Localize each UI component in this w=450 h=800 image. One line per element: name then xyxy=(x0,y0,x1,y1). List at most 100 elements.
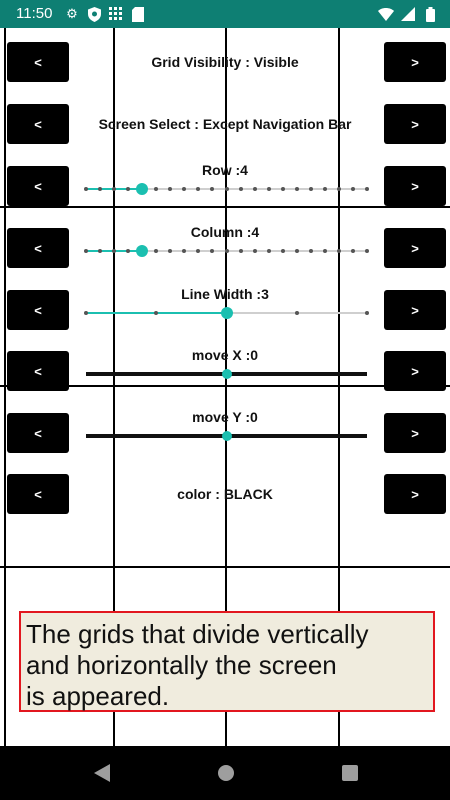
move-y-next-button[interactable]: > xyxy=(384,413,446,453)
move-y-slider[interactable] xyxy=(86,426,367,446)
slider-tick xyxy=(154,249,159,253)
slider-tick xyxy=(294,311,299,315)
line-width-label: Line Width :3 xyxy=(181,286,269,302)
slider-tick xyxy=(84,249,88,253)
slider-tick xyxy=(238,187,243,191)
tooltip-line: The grids that divide vertically xyxy=(26,619,369,649)
slider-tick xyxy=(322,187,327,191)
slider-tick xyxy=(224,187,229,191)
column-prev-button[interactable]: < xyxy=(7,228,69,268)
row-slider[interactable] xyxy=(84,179,369,199)
slider-tick xyxy=(182,187,187,191)
slider-tick xyxy=(294,249,299,253)
row-next-button[interactable]: > xyxy=(384,166,446,206)
slider-tick xyxy=(350,249,355,253)
slider-tick xyxy=(294,187,299,191)
color-next-button[interactable]: > xyxy=(384,474,446,514)
grid-line-horizontal xyxy=(0,385,450,387)
wifi-icon xyxy=(378,6,394,22)
slider-tick xyxy=(154,311,159,315)
slider-tick xyxy=(336,187,341,191)
slider-tick xyxy=(365,249,369,253)
slider-tick xyxy=(112,249,117,253)
slider-tick xyxy=(238,249,243,253)
slider-tick xyxy=(168,187,173,191)
move-x-prev-button[interactable]: < xyxy=(7,351,69,391)
help-tooltip: The grids that divide vertically and hor… xyxy=(19,611,435,712)
cell-signal-icon xyxy=(400,6,416,22)
column-label: Column :4 xyxy=(190,224,260,240)
line-width-slider[interactable] xyxy=(84,303,369,323)
column-next-button[interactable]: > xyxy=(384,228,446,268)
slider-tick xyxy=(126,187,131,191)
slider-tick xyxy=(365,311,369,315)
row-prev-button[interactable]: < xyxy=(7,166,69,206)
color-prev-button[interactable]: < xyxy=(7,474,69,514)
screen-select-prev-button[interactable]: < xyxy=(7,104,69,144)
grid-visibility-prev-button[interactable]: < xyxy=(7,42,69,82)
slider-tick xyxy=(168,249,173,253)
slider-tick xyxy=(84,311,88,315)
grid-line-vertical xyxy=(4,28,6,746)
screen-select-next-button[interactable]: > xyxy=(384,104,446,144)
grid-line-vertical xyxy=(225,28,227,746)
move-y-label: move Y :0 xyxy=(192,409,258,425)
sd-card-icon xyxy=(130,6,146,22)
back-icon[interactable] xyxy=(90,761,114,785)
slider-tick xyxy=(365,187,369,191)
slider-tick xyxy=(126,249,131,253)
slider-thumb[interactable] xyxy=(136,245,149,257)
slider-tick xyxy=(336,249,341,253)
slider-thumb[interactable] xyxy=(221,431,232,441)
recents-icon[interactable] xyxy=(338,761,362,785)
slider-tick xyxy=(350,187,355,191)
move-x-label: move X :0 xyxy=(191,347,259,363)
slider-tick xyxy=(196,187,201,191)
slider-thumb[interactable] xyxy=(220,307,233,319)
status-time: 11:50 xyxy=(16,5,53,22)
battery-icon xyxy=(422,6,438,22)
color-label: color : BLACK xyxy=(177,486,273,502)
slider-tick xyxy=(280,249,285,253)
slider-tick xyxy=(210,187,215,191)
grid-icon xyxy=(108,6,124,22)
grid-line-vertical xyxy=(113,28,115,746)
grid-visibility-next-button[interactable]: > xyxy=(384,42,446,82)
slider-thumb[interactable] xyxy=(136,183,149,195)
shield-icon xyxy=(86,6,102,22)
home-icon[interactable] xyxy=(214,761,238,785)
slider-tick xyxy=(112,187,117,191)
line-width-next-button[interactable]: > xyxy=(384,290,446,330)
slider-tick xyxy=(280,187,285,191)
move-x-next-button[interactable]: > xyxy=(384,351,446,391)
slider-tick xyxy=(308,187,313,191)
slider-tick xyxy=(224,249,229,253)
gear-icon: ⚙ xyxy=(66,6,78,21)
slider-tick xyxy=(210,249,215,253)
column-slider[interactable] xyxy=(84,241,369,261)
screen-select-label: Screen Select : Except Navigation Bar xyxy=(98,116,352,132)
row-label: Row :4 xyxy=(202,162,248,178)
move-x-slider[interactable] xyxy=(86,364,367,384)
grid-line-horizontal xyxy=(0,206,450,208)
slider-thumb[interactable] xyxy=(221,369,232,379)
tooltip-line: is appeared. xyxy=(26,681,170,711)
line-width-prev-button[interactable]: < xyxy=(7,290,69,330)
move-y-prev-button[interactable]: < xyxy=(7,413,69,453)
grid-line-vertical xyxy=(338,28,340,746)
slider-tick xyxy=(154,187,159,191)
grid-line-horizontal xyxy=(0,566,450,568)
tooltip-line: and horizontally the screen xyxy=(26,650,337,680)
slider-tick xyxy=(322,249,327,253)
slider-tick xyxy=(196,249,201,253)
navigation-bar xyxy=(0,746,450,800)
slider-tick xyxy=(308,249,313,253)
slider-tick xyxy=(98,187,103,191)
slider-tick xyxy=(266,249,271,253)
slider-tick xyxy=(252,187,257,191)
slider-tick xyxy=(84,187,88,191)
status-bar: 11:50 ⚙ xyxy=(0,0,450,28)
slider-tick xyxy=(252,249,257,253)
slider-tick xyxy=(182,249,187,253)
slider-tick xyxy=(98,249,103,253)
